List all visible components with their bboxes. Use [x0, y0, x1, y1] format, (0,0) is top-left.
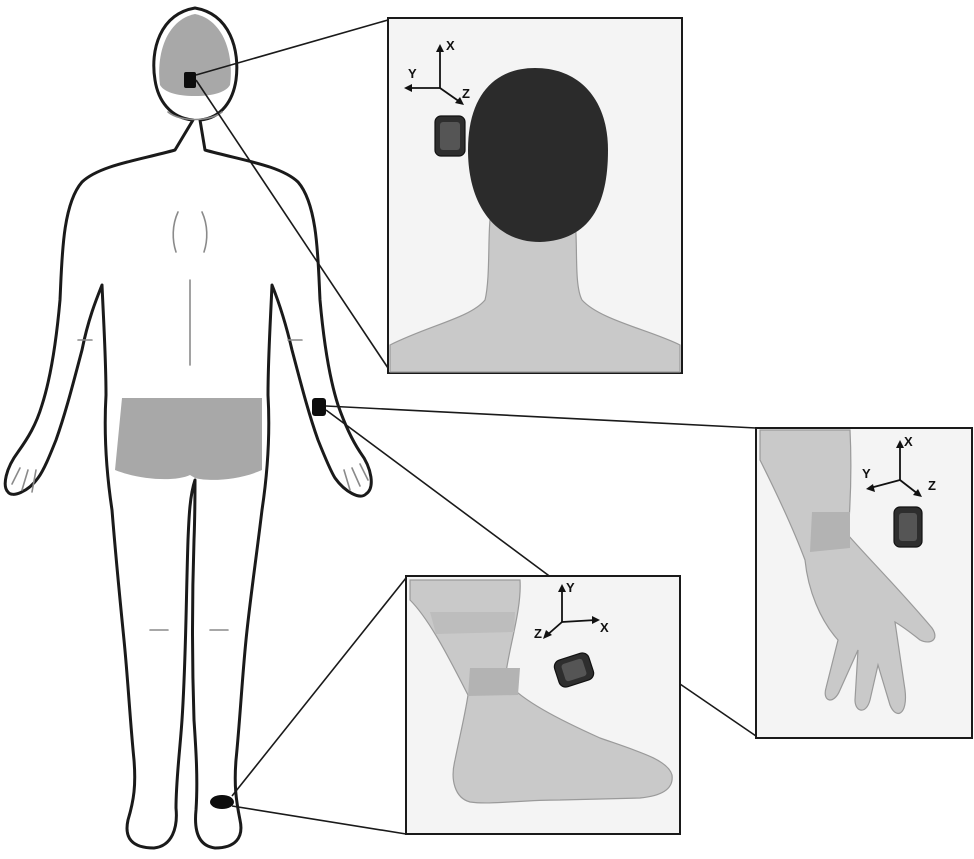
- ankle-wrist-link: [680, 684, 756, 736]
- wrist-leader-top: [326, 406, 756, 428]
- ankle-band-upper: [430, 612, 515, 634]
- wrist-axis-z-label: Z: [928, 478, 936, 493]
- ankle-photo-panel: Y X Z: [406, 576, 680, 834]
- wrist-band: [810, 512, 850, 552]
- head-axis-x-label: X: [446, 38, 455, 53]
- shorts-shading: [115, 398, 262, 480]
- head-sensor-marker: [184, 72, 196, 88]
- ankle-axis-z-label: Z: [534, 626, 542, 641]
- ankle-axis-x-label: X: [600, 620, 609, 635]
- wrist-sensor-marker: [312, 398, 326, 416]
- swim-cap: [468, 68, 608, 242]
- ankle-band: [468, 668, 520, 696]
- head-photo-panel: X Y Z: [388, 18, 682, 373]
- wrist-axis-x-label: X: [904, 434, 913, 449]
- human-body-figure: [5, 8, 371, 848]
- head-axis-y-label: Y: [408, 66, 417, 81]
- ankle-leader-top: [232, 578, 406, 796]
- head-sensor-device: [435, 116, 465, 156]
- head-axis-z-label: Z: [462, 86, 470, 101]
- ankle-axis-y-label: Y: [566, 580, 575, 595]
- ankle-leader-bottom: [232, 806, 406, 834]
- wrist-axis-y-label: Y: [862, 466, 871, 481]
- wrist-sensor-device: [894, 507, 922, 547]
- wrist-photo-panel: X Y Z: [756, 428, 972, 738]
- ankle-sensor-marker: [210, 795, 234, 809]
